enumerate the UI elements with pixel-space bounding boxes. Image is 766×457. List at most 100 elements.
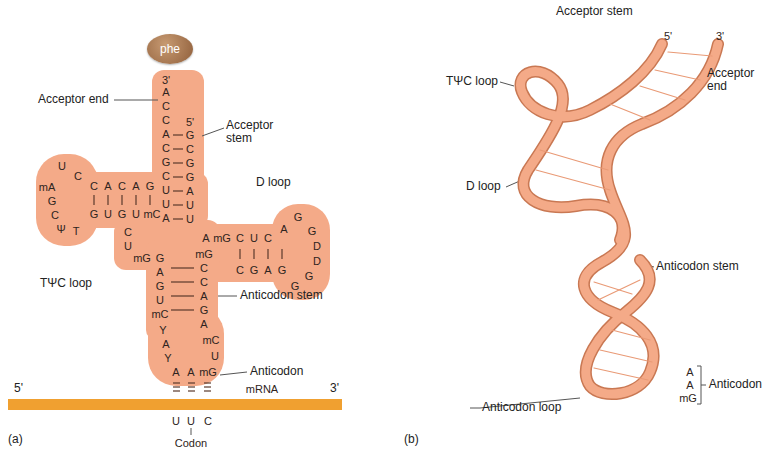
callout-label: Acceptor stem <box>226 119 284 145</box>
nucleotide-letter: U <box>211 350 219 362</box>
nucleotide-letter: T <box>73 225 80 237</box>
mrna-strand <box>8 399 342 410</box>
nucleotide-letter: A <box>187 366 194 378</box>
nucleotide-letter: U <box>172 415 180 427</box>
nucleotide-letter: mG <box>133 252 151 264</box>
nucleotide-letter: C <box>162 114 170 126</box>
nucleotide-letter: G <box>305 270 314 282</box>
nucleotide-letter: U <box>186 213 194 225</box>
nucleotide-letter: mC <box>202 334 219 346</box>
callout-label: Anticodon <box>709 378 762 391</box>
nucleotide-letter: G <box>186 129 195 141</box>
nucleotide-letter: Ψ <box>56 223 65 235</box>
nucleotide-letter: G <box>162 156 171 168</box>
nucleotide-letter: G <box>156 280 165 292</box>
nucleotide-letter: G <box>156 252 165 264</box>
nucleotide-letter: G <box>308 225 317 237</box>
nucleotide-letter: C <box>162 170 170 182</box>
nucleotide-letter: A <box>686 366 693 378</box>
nucleotide-letter: G <box>278 264 287 276</box>
nucleotide-letter: A <box>202 232 209 244</box>
amino-acid-name: phe <box>160 42 180 56</box>
callout-label: Acceptor end <box>38 93 109 106</box>
nucleotide-letter: G <box>250 264 259 276</box>
nucleotide-letter: U <box>124 240 132 252</box>
nucleotide-letter: C <box>51 209 59 221</box>
nucleotide-letter: A <box>104 180 111 192</box>
nucleotide-letter: G <box>90 208 99 220</box>
callout-label: (a) <box>8 433 23 446</box>
nucleotide-letter: A <box>162 212 169 224</box>
callout-label: TΨC loop <box>40 277 92 290</box>
nucleotide-letter: C <box>162 142 170 154</box>
nucleotide-letter: mC <box>143 208 160 220</box>
nucleotide-letter: A <box>132 180 139 192</box>
base-pairs <box>94 135 282 391</box>
nucleotide-letter: C <box>162 100 170 112</box>
ribbon-3d <box>521 44 718 394</box>
nucleotide-letter: A <box>162 86 169 98</box>
callout-label: D loop <box>466 180 501 193</box>
nucleotide-letter: U <box>156 294 164 306</box>
nucleotide-letter: U <box>58 160 66 172</box>
callout-label: 3' <box>330 382 339 395</box>
nucleotide-letter: G <box>186 157 195 169</box>
nucleotide-letter: U <box>187 415 195 427</box>
callout-label: Acceptor end <box>707 67 763 93</box>
nucleotide-letter: 5' <box>186 116 194 128</box>
nucleotide-letter: mG <box>679 392 697 404</box>
callout-label: Anticodon <box>250 365 303 378</box>
callout-label: Anticodon stem <box>240 289 323 302</box>
nucleotide-letter: 3' <box>162 74 170 86</box>
nucleotide-letter: C <box>74 170 82 182</box>
nucleotide-letter: C <box>124 226 132 238</box>
callout-label: Anticodon stem <box>656 260 739 273</box>
nucleotide-letter: 5' <box>664 30 672 42</box>
callout-label: D loop <box>256 176 291 189</box>
nucleotide-letter: C <box>186 143 194 155</box>
nucleotide-letter: Y <box>159 324 166 336</box>
cloverleaf <box>36 70 330 386</box>
nucleotide-letter: A <box>156 266 163 278</box>
nucleotide-letter: mC <box>151 308 168 320</box>
nucleotide-letter: Codon <box>175 437 207 449</box>
nucleotide-letter: G <box>118 208 127 220</box>
nucleotide-letter: C <box>204 415 212 427</box>
callout-label: Anticodon loop <box>482 401 561 414</box>
nucleotide-letter: mG <box>213 232 231 244</box>
nucleotide-letter: Y <box>164 352 171 364</box>
nucleotide-letter: U <box>132 208 140 220</box>
nucleotide-letter: D <box>313 255 321 267</box>
nucleotide-letter: G <box>48 195 57 207</box>
nucleotide-letter: C <box>236 264 244 276</box>
nucleotide-letter: A <box>162 128 169 140</box>
nucleotide-letter: mG <box>199 366 217 378</box>
callout-label: 5' <box>14 382 23 395</box>
nucleotide-letter: G <box>146 180 155 192</box>
nucleotide-letter: G <box>200 304 209 316</box>
nucleotide-letter: U <box>162 198 170 210</box>
callout-label: (b) <box>404 433 419 446</box>
nucleotide-letter: G <box>186 171 195 183</box>
nucleotide-letter: U <box>250 232 258 244</box>
nucleotide-letter: C <box>200 262 208 274</box>
nucleotide-letter: U <box>186 199 194 211</box>
callout-label: Acceptor stem <box>556 5 633 18</box>
nucleotide-letter: C <box>236 232 244 244</box>
nucleotide-letter: A <box>162 338 169 350</box>
nucleotide-letter: C <box>118 180 126 192</box>
nucleotide-letter: A <box>686 379 693 391</box>
nucleotide-letter: C <box>200 276 208 288</box>
nucleotide-letter: A <box>186 185 193 197</box>
nucleotide-letter: G <box>294 211 303 223</box>
nucleotide-letter: A <box>200 290 207 302</box>
nucleotide-letter: mG <box>195 248 213 260</box>
nucleotide-letter: A <box>280 223 287 235</box>
nucleotide-letter: 3' <box>716 30 724 42</box>
nucleotide-letter: mRNA <box>246 383 278 395</box>
callout-label: TΨC loop <box>446 75 498 88</box>
nucleotide-letter: mA <box>39 181 56 193</box>
nucleotide-letter: U <box>104 208 112 220</box>
nucleotide-letter: C <box>264 232 272 244</box>
